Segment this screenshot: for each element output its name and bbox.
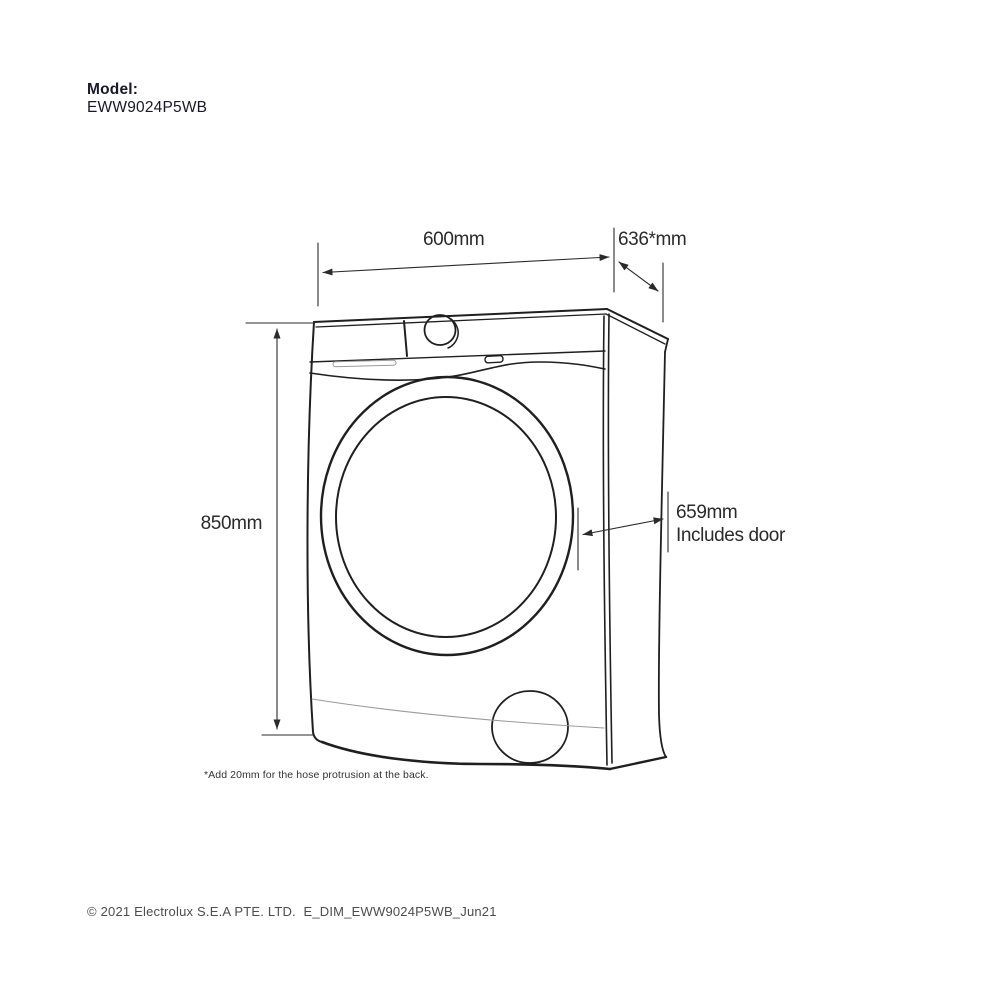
dimension-door-depth-note: Includes door: [676, 524, 785, 546]
control-panel-bottom-line: [309, 350, 606, 363]
door-outer-ring: [319, 375, 575, 657]
dimension-arrow-door-depth: [582, 517, 664, 537]
washer-back-right-edge: [657, 351, 667, 758]
filter-access-circle: [491, 690, 569, 764]
washer-side-front-edge: [607, 313, 613, 764]
dimension-arrow-depth: [618, 261, 659, 292]
washer-front-right-edge: [602, 315, 608, 766]
dimension-label-width: 600mm: [423, 229, 485, 250]
model-block: Model: EWW9024P5WB: [87, 81, 207, 117]
dimension-arrow-width: [322, 254, 610, 276]
washer-top-front-edge: [313, 308, 608, 323]
dimension-label-door-depth: 659mm Includes door: [676, 502, 785, 547]
dimension-label-depth: 636*mm: [618, 229, 687, 250]
kick-panel-line: [311, 698, 605, 729]
washer-front-bottom-edge: [320, 740, 612, 771]
model-label: Model:: [87, 81, 139, 98]
copyright-line: © 2021 Electrolux S.E.A PTE. LTD. E_DIM_…: [87, 904, 497, 919]
washer-light-details: [311, 359, 605, 729]
washer-top-right-lip: [664, 338, 669, 353]
detergent-drawer-handle: [332, 359, 397, 368]
detergent-drawer-divider: [403, 320, 408, 357]
dimension-lines: [245, 227, 669, 736]
program-knob-side: [447, 318, 459, 349]
dimension-door-depth-value: 659mm: [676, 502, 738, 523]
program-knob-icon: [423, 314, 457, 346]
washer-top-front-edge-inner: [315, 313, 607, 328]
washer-top-right-edge-inner: [605, 313, 666, 345]
body-contour-wave: [309, 361, 606, 381]
model-number: EWW9024P5WB: [87, 99, 208, 116]
door-inner-glass: [335, 396, 557, 638]
panel-display-slot: [484, 354, 504, 364]
footnote: *Add 20mm for the hose protrusion at the…: [204, 769, 429, 781]
washer-outline: [306, 308, 669, 771]
washer-left-edge: [306, 321, 323, 743]
dimension-label-height: 850mm: [200, 513, 263, 534]
washer-side-bottom-edge: [608, 755, 668, 771]
washer-top-right-edge: [606, 308, 669, 340]
